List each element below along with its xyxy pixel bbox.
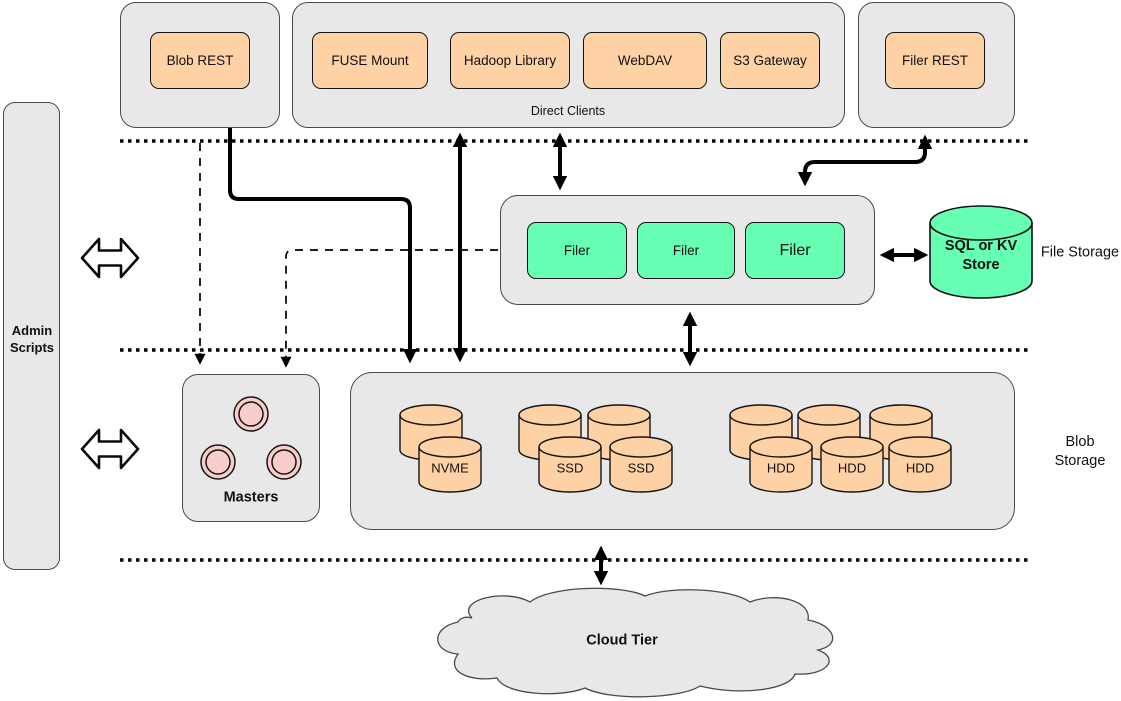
blob-rest-label: Blob REST: [166, 53, 234, 68]
filer-node-1: Filer: [527, 222, 627, 279]
admin-file-storage-link-icon: [80, 237, 140, 279]
filer-to-masters-dashed-arrow: [280, 249, 498, 368]
file-storage-tier-label: File Storage: [1040, 244, 1120, 261]
ssd-volume-label: SSD: [556, 460, 584, 476]
admin-blob-storage-link-icon: [80, 428, 140, 470]
hadoop-library-label: Hadoop Library: [463, 53, 557, 68]
admin-scripts-label: Admin Scripts: [9, 323, 55, 355]
filer-label: Filer: [672, 243, 700, 258]
s3-gateway-label: S3 Gateway: [733, 53, 807, 68]
hdd-volume-label: HDD: [837, 460, 867, 476]
webdav-node: WebDAV: [583, 32, 707, 89]
direct-clients-label: Direct Clients: [530, 103, 606, 118]
filer-label: Filer: [563, 243, 591, 258]
s3-gateway-node: S3 Gateway: [720, 32, 820, 89]
volume-servers-group: [350, 372, 1015, 530]
hadoop-library-node: Hadoop Library: [450, 32, 570, 89]
admin-scripts-node: [3, 102, 60, 570]
blob-rest-node: Blob REST: [150, 32, 250, 89]
filer-rest-to-filer-arrow: [797, 134, 933, 187]
hdd-volume-label: HDD: [766, 460, 796, 476]
ssd-volume-label: SSD: [627, 460, 655, 476]
fuse-mount-label: FUSE Mount: [331, 53, 409, 68]
blob-rest-to-volume-arrow: [228, 128, 418, 364]
filer-node-2: Filer: [637, 222, 735, 279]
cloud-tier-label: Cloud Tier: [586, 632, 658, 649]
blob-storage-tier-label: Blob Storage: [1054, 434, 1106, 469]
sql-kv-store-label: SQL or KV Store: [944, 238, 1018, 273]
filer-label: Filer: [779, 241, 811, 259]
masters-label: Masters: [223, 489, 279, 506]
filer-rest-label: Filer REST: [901, 53, 968, 68]
filer-rest-node: Filer REST: [885, 32, 985, 89]
fuse-mount-node: FUSE Mount: [312, 32, 428, 89]
webdav-label: WebDAV: [617, 53, 673, 68]
filer-node-3: Filer: [745, 222, 845, 279]
hdd-volume-label: HDD: [905, 460, 935, 476]
nvme-volume-label: NVME: [431, 460, 469, 476]
